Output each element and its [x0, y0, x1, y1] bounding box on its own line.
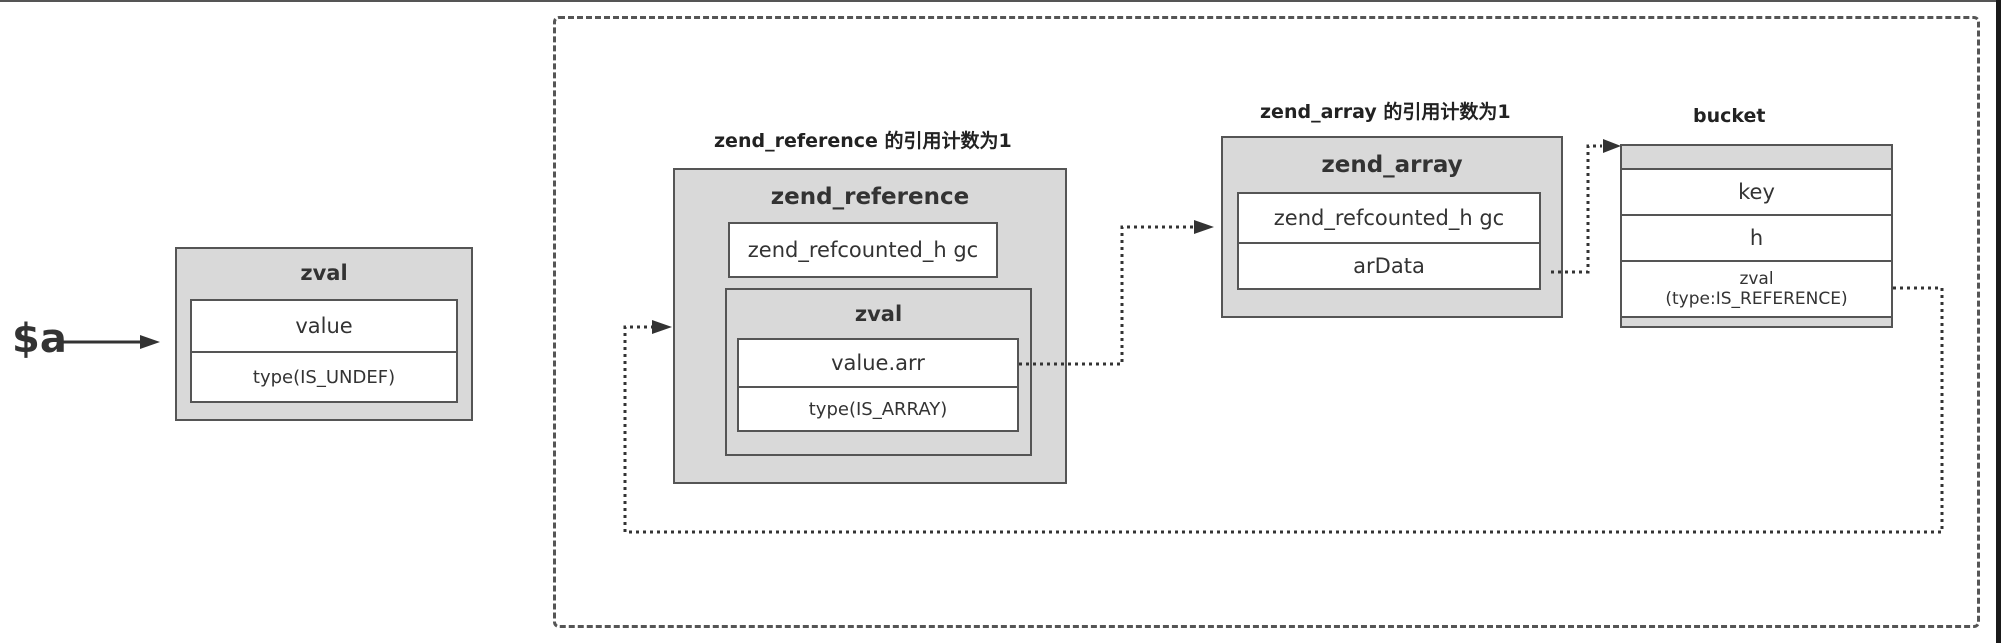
reference-container	[553, 16, 1980, 628]
arrow-valuearr-to-zend-array-head	[1194, 220, 1214, 234]
zval-box: zval value type(IS_UNDEF)	[175, 247, 473, 421]
zend-reference-caption: zend_reference 的引用计数为1	[714, 130, 1012, 152]
bucket-h-label: h	[1749, 226, 1764, 250]
arrow-bucket-to-zend-reference-head	[652, 320, 672, 334]
zend-reference-zval-box: zval value.arr type(IS_ARRAY)	[725, 288, 1032, 456]
zend-reference-gc-label: zend_refcounted_h gc	[747, 238, 979, 262]
zend-array-box: zend_array zend_refcounted_h gc arData	[1221, 136, 1563, 318]
zend-reference-zval-title: zval	[854, 302, 903, 326]
arrow-ardata-to-bucket	[1551, 144, 1602, 274]
bucket-zval-label: zval	[1739, 269, 1774, 289]
type-is-array-label: type(IS_ARRAY)	[808, 398, 948, 420]
top-border	[0, 0, 2001, 2]
bucket-h-field: h	[1622, 216, 1891, 262]
type-is-array-field: type(IS_ARRAY)	[739, 388, 1017, 430]
zval-value-label: value	[295, 314, 353, 338]
zend-array-gc-field: zend_refcounted_h gc	[1239, 194, 1539, 244]
arrow-a-to-zval-head	[140, 335, 160, 349]
zend-reference-zval-fields: value.arr type(IS_ARRAY)	[737, 338, 1019, 432]
zend-array-title: zend_array	[1321, 152, 1463, 178]
bucket-key-label: key	[1738, 180, 1775, 204]
bucket-key-field: key	[1622, 170, 1891, 216]
ardata-field: arData	[1239, 244, 1539, 288]
bucket-header	[1622, 146, 1891, 170]
zend-array-fields: zend_refcounted_h gc arData	[1237, 192, 1541, 290]
right-edge	[1996, 0, 2001, 643]
arrow-bucket-to-zend-reference	[623, 286, 1944, 534]
zend-reference-gc-field: zend_refcounted_h gc	[728, 222, 998, 278]
bucket-box: key h zval (type:IS_REFERENCE)	[1620, 144, 1893, 328]
zend-array-caption: zend_array 的引用计数为1	[1260, 101, 1511, 123]
arrow-valuearr-to-zend-array	[1019, 225, 1194, 366]
arrow-ardata-to-bucket-head	[1603, 139, 1621, 153]
zend-reference-title: zend_reference	[770, 184, 970, 210]
variable-a: $a	[12, 316, 67, 362]
zend-array-gc-label: zend_refcounted_h gc	[1273, 206, 1505, 230]
bucket-zval-field: zval (type:IS_REFERENCE)	[1622, 262, 1891, 318]
zend-reference-box: zend_reference zend_refcounted_h gc zval…	[673, 168, 1067, 484]
value-arr-label: value.arr	[831, 351, 925, 375]
zval-value-field: value	[192, 301, 456, 353]
bucket-zval-type-label: (type:IS_REFERENCE)	[1665, 289, 1848, 309]
value-arr-field: value.arr	[739, 340, 1017, 388]
zval-fields: value type(IS_UNDEF)	[190, 299, 458, 403]
ardata-label: arData	[1353, 254, 1425, 278]
zval-title: zval	[300, 261, 348, 285]
zval-type-label: type(IS_UNDEF)	[252, 366, 396, 388]
bucket-caption: bucket	[1693, 105, 1766, 127]
zval-type-field: type(IS_UNDEF)	[192, 353, 456, 401]
